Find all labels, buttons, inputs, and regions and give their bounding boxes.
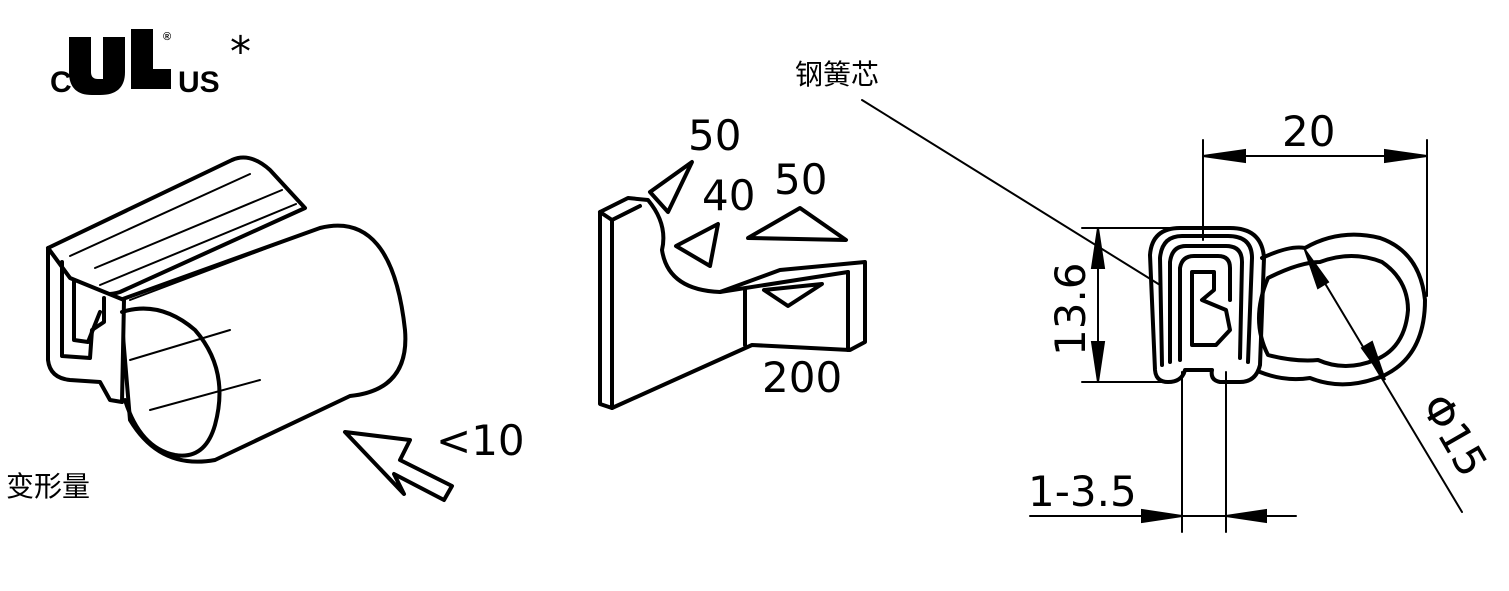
seal-ridge-line [69, 173, 251, 257]
section-steel-core [1158, 234, 1254, 367]
seal-bulb-body [118, 223, 408, 464]
deformation-label: 变形量 [6, 470, 90, 503]
value-bottom: 200 [762, 353, 842, 402]
section-steel-core-inner [1168, 244, 1244, 364]
height-arrow-bottom [1090, 341, 1106, 383]
value-mid: 40 [702, 171, 755, 220]
seal-clip-inner-lip [72, 278, 102, 344]
width-arrow-right [1384, 148, 1428, 164]
ul-mark-glyph-l [131, 29, 171, 89]
press-direction-arrow [343, 430, 454, 502]
bracket-plate-top [610, 204, 642, 222]
seal-bulb-line [129, 329, 231, 361]
ul-us-letters: US [178, 66, 220, 99]
height-arrow-top [1090, 227, 1106, 269]
marker-triangle-right [746, 206, 848, 242]
seal-clip-front [46, 246, 126, 404]
ul-c-letter: C [50, 66, 72, 99]
core-leader-line [861, 99, 1161, 286]
seal-section-view: 钢簧芯 20 13.6 1-3.5 Φ15 [795, 58, 1497, 533]
value-top: 50 [688, 111, 741, 160]
value-right: 50 [774, 155, 827, 204]
marker-triangle-mid [674, 222, 720, 268]
seal-ridge-line [94, 189, 283, 269]
seal-bulb-opening [120, 306, 222, 458]
diameter-arrow-top [1304, 249, 1330, 290]
core-label: 钢簧芯 [795, 58, 879, 91]
diameter-arrow-bottom [1360, 340, 1386, 381]
registered-symbol: ® [163, 31, 171, 43]
height-value: 13.6 [1046, 262, 1095, 356]
section-inner-channel [1178, 254, 1232, 362]
ul-mark-glyph [69, 37, 125, 95]
bracket-flange-top [718, 270, 850, 294]
seal-ridge-line [99, 203, 297, 286]
diameter-dimension-line [1304, 249, 1463, 513]
bracket-view: 50 40 50 200 [598, 111, 867, 410]
section-bulb-inner [1257, 254, 1410, 368]
diameter-value: Φ15 [1411, 386, 1497, 485]
bracket-plate [598, 196, 867, 410]
seal-bulb-line [129, 227, 321, 301]
width-value: 20 [1282, 107, 1335, 156]
grip-arrow-left [1141, 508, 1183, 524]
deformation-value: <10 [436, 416, 525, 465]
marker-triangle-top [648, 160, 694, 214]
section-bulb-outer [1258, 232, 1427, 387]
seal-bulb-line [149, 379, 261, 411]
seal-isometric-view: <10 变形量 [6, 155, 525, 503]
grip-range-value: 1-3.5 [1028, 467, 1137, 516]
asterisk-note: * [230, 27, 251, 76]
grip-arrow-right [1225, 508, 1267, 524]
ul-certification-logo: C ® US * [50, 27, 251, 99]
marker-diamond [762, 282, 824, 308]
section-gripping-lip [1190, 270, 1232, 347]
width-arrow-left [1202, 148, 1246, 164]
seal-clip-inner-channel [60, 260, 106, 360]
